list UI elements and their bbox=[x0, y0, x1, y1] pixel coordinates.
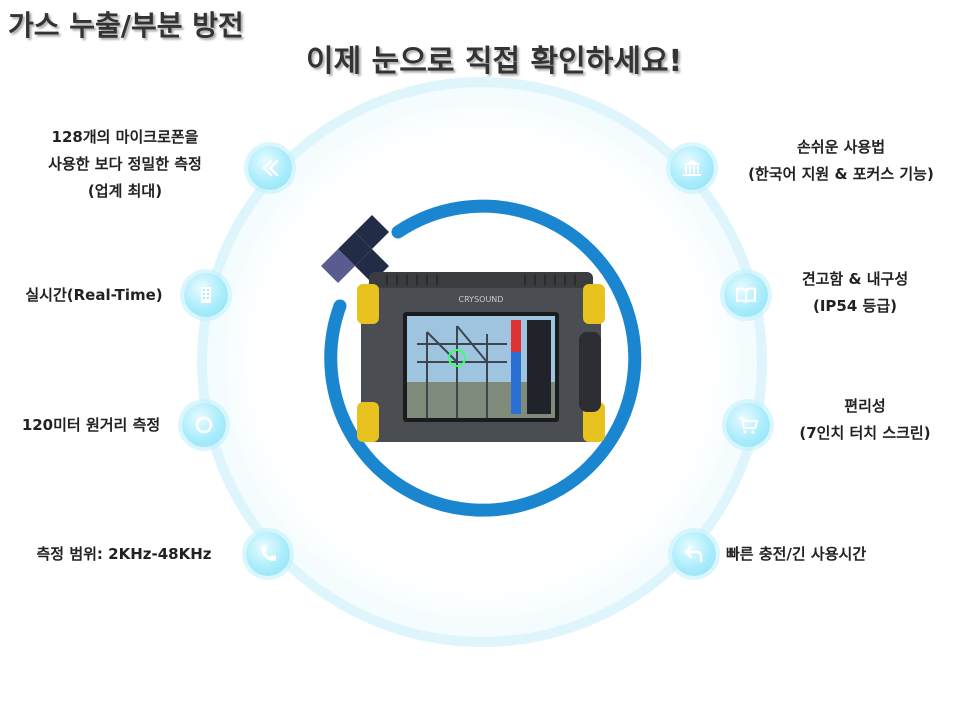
double-chevron-left-icon bbox=[248, 146, 292, 190]
phone-icon bbox=[246, 532, 290, 576]
feature-left-3: 120미터 원거리 측정 bbox=[0, 412, 182, 439]
headline-line-2: 이제 눈으로 직접 확인하세요! bbox=[306, 44, 683, 79]
cart-icon bbox=[726, 403, 770, 447]
return-arrow-icon bbox=[672, 532, 716, 576]
feature-left-1-line-1: 128개의 마이크로폰을 bbox=[51, 128, 199, 146]
device-illustration: CRYSOUND bbox=[357, 272, 605, 442]
feature-right-1: 손쉬운 사용법 (한국어 지원 & 포커스 기능) bbox=[716, 134, 966, 188]
feature-right-3-line-2: (7인치 터치 스크린) bbox=[799, 424, 931, 442]
circle-icon bbox=[182, 403, 226, 447]
thermal-camera-device: CRYSOUND bbox=[357, 272, 605, 452]
building-icon bbox=[184, 273, 228, 317]
feature-right-2-line-1: 견고함 & 내구성 bbox=[801, 270, 909, 288]
feature-left-2: 실시간(Real-Time) bbox=[4, 282, 184, 309]
feature-right-4-line-1: 빠른 충전/긴 사용시간 bbox=[726, 545, 867, 563]
feature-right-4: 빠른 충전/긴 사용시간 bbox=[726, 541, 926, 568]
blue-arc bbox=[324, 199, 642, 517]
feature-left-1-line-3: (업계 최대) bbox=[87, 182, 163, 200]
feature-right-2: 견고함 & 내구성 (IP54 등급) bbox=[772, 266, 938, 320]
feature-left-3-line-1: 120미터 원거리 측정 bbox=[21, 416, 161, 434]
feature-left-2-line-1: 실시간(Real-Time) bbox=[25, 286, 163, 304]
feature-right-3: 편리성 (7인치 터치 스크린) bbox=[772, 393, 958, 447]
feature-right-3-line-1: 편리성 bbox=[844, 397, 886, 415]
feature-left-4-line-1: 측정 범위: 2KHz-48KHz bbox=[36, 545, 212, 563]
device-brand-text: CRYSOUND bbox=[459, 295, 504, 304]
bank-icon bbox=[670, 146, 714, 190]
feature-right-2-line-2: (IP54 등급) bbox=[813, 297, 897, 315]
feature-right-1-line-2: (한국어 지원 & 포커스 기능) bbox=[748, 165, 934, 183]
feature-left-1: 128개의 마이크로폰을 사용한 보다 정밀한 측정 (업계 최대) bbox=[10, 124, 240, 205]
book-icon bbox=[724, 273, 768, 317]
feature-left-1-line-2: 사용한 보다 정밀한 측정 bbox=[48, 155, 202, 173]
feature-right-1-line-1: 손쉬운 사용법 bbox=[796, 138, 886, 156]
headline-line-1: 가스 누출/부분 방전 bbox=[8, 9, 244, 42]
feature-left-4: 측정 범위: 2KHz-48KHz bbox=[6, 541, 242, 568]
